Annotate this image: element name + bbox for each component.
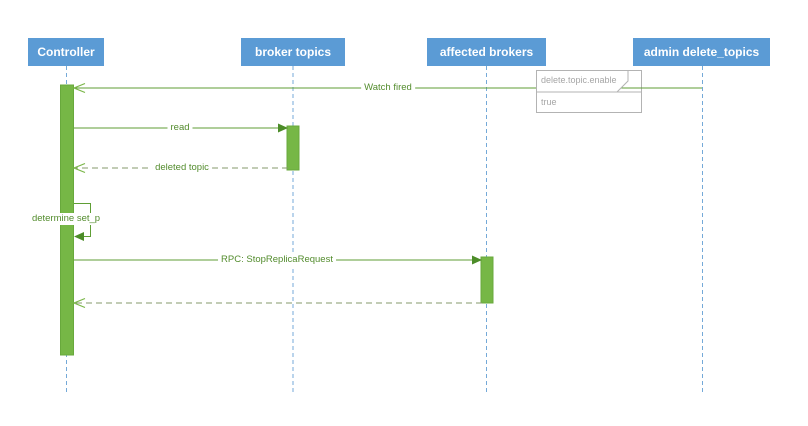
participant-affected-brokers-label: affected brokers [439,45,534,59]
filled-arrowhead-self-call [74,232,84,241]
message-label-watch-fired: Watch fired [361,82,415,94]
participant-controller-label: Controller [37,45,95,59]
participant-admin-delete-topics: admin delete_topics [633,38,770,66]
message-label-deleted-topic: deleted topic [152,162,212,174]
participant-admin-delete-topics-label: admin delete_topics [643,45,760,59]
open-arrowhead-deleted-topic [72,162,86,174]
participant-broker-topics: broker topics [241,38,345,66]
participant-controller: Controller [28,38,104,66]
participant-affected-brokers: affected brokers [427,38,546,66]
message-label-determine-set-p: determine set_p [28,213,104,225]
message-label-rpc-stopreplicarequest: RPC: StopReplicaRequest [218,254,336,266]
participant-broker-topics-label: broker topics [254,45,332,59]
note-title: delete.topic.enable [541,75,617,85]
note-tab [536,70,629,93]
note-value: true [541,97,557,107]
activation-bar-broker-topics [286,125,300,171]
activation-bar-affected-brokers [480,256,494,304]
message-label-read: read [167,122,193,134]
open-arrowhead-rpc-return [72,297,86,309]
open-arrowhead-watch-fired [72,82,86,94]
filled-arrowhead-rpc [472,255,482,265]
filled-arrowhead-read [278,123,288,133]
